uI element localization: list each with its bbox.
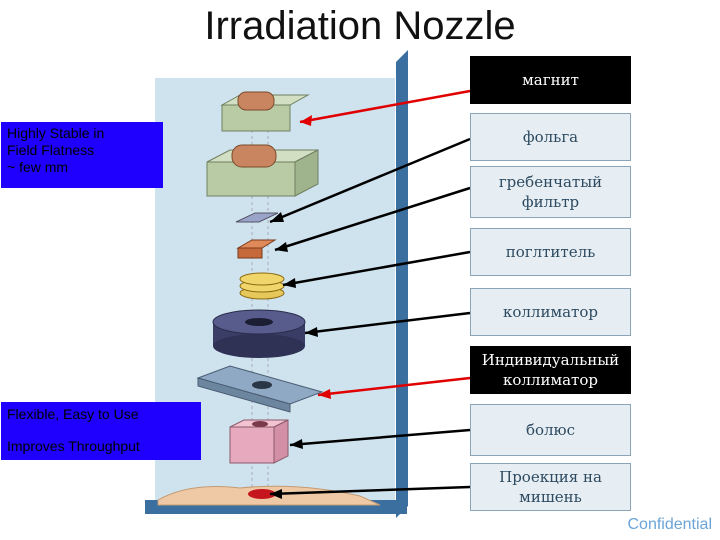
label-individual-collimator: Индивидуальный коллиматор (470, 346, 631, 394)
arrowhead (270, 212, 284, 222)
page-title: Irradiation Nozzle (204, 4, 516, 48)
arrowhead (318, 389, 331, 399)
label-ridge-filter: гребенчатый фильтр (470, 166, 631, 218)
note-line: Improves Throughput (7, 438, 140, 454)
label-foil: фольга (470, 113, 631, 161)
label-magnet: магнит (470, 56, 631, 104)
arrow-target (269, 485, 471, 496)
arrow-bolus (289, 428, 471, 447)
arrowhead (305, 327, 318, 337)
arrow-foil (269, 137, 471, 224)
arrowhead (300, 115, 312, 126)
label-absorber: поглтитель (470, 228, 631, 276)
arrowhead (275, 242, 288, 252)
arrow-collimator (304, 311, 471, 335)
label-collimator: коллиматор (470, 288, 631, 336)
individual-collimator (196, 365, 324, 413)
note-line: Highly Stable in (7, 125, 105, 141)
arrow-ridge-filter (274, 186, 471, 252)
absorber-plates (239, 272, 285, 300)
arrowhead (270, 489, 282, 499)
note-flexible: Flexible, Easy to Use Improves Throughpu… (1, 402, 201, 460)
arrow-individual-collimator (317, 376, 471, 397)
magnet-top (220, 91, 310, 132)
ridge-filter (236, 239, 277, 259)
foil (235, 212, 279, 223)
note-line: ~ few mm (7, 159, 69, 175)
note-line: Field Flatness (7, 142, 95, 158)
label-bolus: болюс (470, 404, 631, 456)
note-field-flatness: Highly Stable in Field Flatness ~ few mm (1, 122, 163, 188)
label-target-projection: Проекция на мишень (470, 463, 631, 511)
arrow-absorber (282, 250, 471, 287)
arrowhead (283, 278, 296, 288)
note-line: Flexible, Easy to Use (7, 406, 139, 422)
bolus (229, 419, 289, 464)
arrowhead (290, 439, 303, 449)
collimator-ring (212, 309, 306, 358)
patient-target (157, 485, 381, 506)
confidential-footer: Confidential (627, 516, 713, 533)
magnet-bottom (206, 144, 319, 197)
arrow-magnet (299, 89, 471, 124)
